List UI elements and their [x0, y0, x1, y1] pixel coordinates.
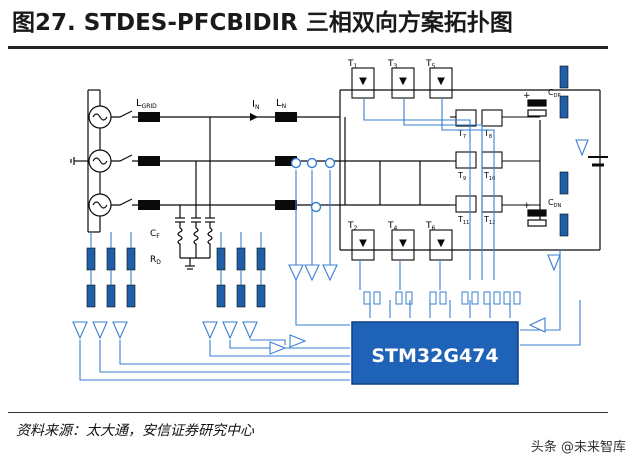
title-rule [8, 46, 608, 49]
divider-res-5b [236, 284, 246, 308]
switch-t6 [429, 229, 453, 261]
label-l-grid: LGRID [136, 98, 157, 110]
sense-nodes [290, 157, 336, 213]
amplifier-icon [222, 321, 238, 340]
amplifier-icon [304, 264, 320, 282]
amplifier-icon [528, 317, 546, 333]
divider-res-3b [126, 284, 136, 308]
top-switches [351, 67, 453, 261]
line-inductor-c [275, 200, 297, 210]
grid-inductors [138, 112, 297, 210]
amplifier-icon [289, 334, 307, 348]
signal-wires [79, 98, 581, 381]
mcu-chip [351, 321, 519, 385]
switch-t11 [455, 195, 477, 213]
ac-sources [70, 89, 133, 233]
label-t11: T11 [457, 215, 469, 226]
bidirectional-switches [450, 109, 540, 213]
signal-connectors [363, 291, 521, 305]
line-inductor-b [275, 156, 297, 166]
amplifier-icon [288, 264, 304, 282]
divider-res-1b [86, 284, 96, 308]
label-l-n: LN [276, 98, 286, 110]
label-t8: T8 [483, 129, 492, 140]
dc-res-1 [559, 65, 569, 89]
label-t4: T4 [387, 221, 398, 232]
capacitor-cdp [527, 99, 547, 107]
switch-t7 [455, 109, 477, 127]
grid-inductor-c [138, 200, 160, 210]
switch-t10 [481, 151, 503, 169]
sense-amplifiers [72, 139, 589, 355]
label-t2: T2 [347, 221, 358, 232]
divider-res-3a [126, 247, 136, 271]
dc-res-2 [559, 95, 569, 119]
amplifier-icon [112, 321, 128, 340]
label-t7: T7 [457, 129, 466, 140]
amplifier-icon [242, 321, 258, 340]
label-plus-bottom: + [523, 201, 531, 211]
switch-t3 [391, 67, 415, 99]
line-inductor-a [275, 112, 297, 122]
divider-res-5a [236, 247, 246, 271]
label-t12: T12 [483, 215, 495, 226]
grid-inductor-b [138, 156, 160, 166]
label-t3: T3 [387, 59, 398, 70]
mcu-label: STM32G474 [371, 345, 498, 367]
label-r-d: RD [150, 255, 161, 266]
source-rule [8, 412, 608, 413]
label-c-dp: CDP [548, 88, 560, 99]
switch-t9 [455, 151, 477, 169]
divider-res-6a [256, 247, 266, 271]
switch-t8 [481, 109, 503, 127]
sensing-resistors [86, 65, 569, 308]
switch-t4 [391, 229, 415, 261]
label-i-n: IN [252, 99, 259, 111]
amplifier-icon [322, 264, 338, 282]
dc-res-4 [559, 213, 569, 237]
label-t1: T1 [347, 59, 358, 70]
divider-res-1a [86, 247, 96, 271]
amplifier-icon [547, 254, 561, 272]
grid-inductor-a [138, 112, 160, 122]
amplifier-icon [202, 321, 218, 340]
divider-res-4a [216, 247, 226, 271]
label-t6: T6 [425, 221, 436, 232]
label-t9: T9 [457, 171, 466, 182]
divider-res-2b [106, 284, 116, 308]
label-c-f: CF [150, 229, 160, 240]
amplifier-icon [269, 341, 287, 355]
divider-res-4b [216, 284, 226, 308]
label-plus-top: + [523, 91, 531, 101]
source-note: 资料来源：太大通，安信证券研究中心 [16, 423, 254, 439]
switch-t2 [351, 229, 375, 261]
amplifier-icon [575, 139, 589, 157]
switch-t12 [481, 195, 503, 213]
amplifier-icon [72, 321, 88, 340]
divider-res-2a [106, 247, 116, 271]
dc-res-3 [559, 171, 569, 195]
switch-t1 [351, 67, 375, 99]
label-t10: T10 [483, 171, 495, 182]
filter-network [175, 117, 215, 270]
label-c-dn: CDN [548, 198, 561, 209]
mcu-block: STM32G474 [351, 321, 519, 385]
current-sense-arrow [250, 113, 258, 121]
dc-link [527, 99, 608, 227]
watermark-text: 头条 @未来智库 [530, 440, 626, 455]
label-t5: T5 [425, 59, 436, 70]
topology-diagram: LGRID IN LN CF RD T1 T3 T5 T2 T4 T6 [70, 59, 608, 385]
amplifier-icon [92, 321, 108, 340]
divider-res-6b [256, 284, 266, 308]
switch-t5 [429, 67, 453, 99]
figure-title: 图27. STDES-PFCBIDIR 三相双向方案拓扑图 [12, 10, 513, 36]
capacitor-cdn [527, 209, 547, 217]
